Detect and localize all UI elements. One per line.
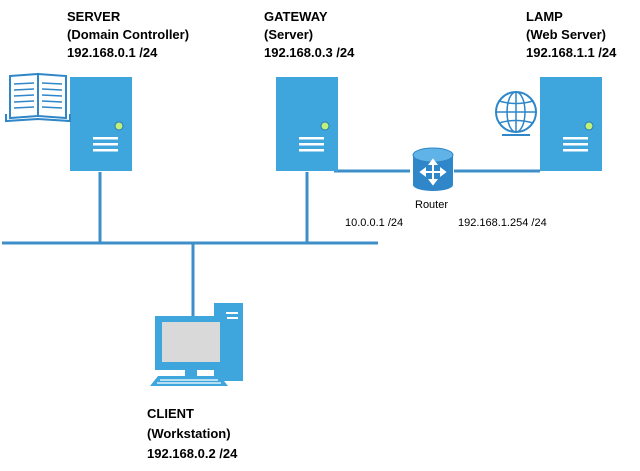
server-tower <box>70 77 132 171</box>
globe-icon <box>495 91 537 136</box>
server-ip: 192.168.0.1 /24 <box>67 45 158 60</box>
client-name: CLIENT <box>147 406 194 421</box>
gateway-ip: 192.168.0.3 /24 <box>264 45 355 60</box>
lamp-label: LAMP (Web Server) 192.168.1.1 /24 <box>526 9 617 60</box>
lamp-tower <box>540 77 602 171</box>
lamp-ip: 192.168.1.1 /24 <box>526 45 617 60</box>
router-left-ip: 10.0.0.1 /24 <box>345 217 403 229</box>
gateway-name: GATEWAY <box>264 9 328 24</box>
client-keyboard <box>150 376 228 386</box>
lamp-role: (Web Server) <box>526 27 606 42</box>
server-role: (Domain Controller) <box>67 27 189 42</box>
network-links <box>2 169 540 318</box>
client-role: (Workstation) <box>147 426 231 441</box>
router-label: Router <box>415 199 448 211</box>
gateway-tower <box>276 77 338 171</box>
router-right-ip: 192.168.1.254 /24 <box>458 217 547 229</box>
router-icon <box>412 147 454 191</box>
server-name: SERVER <box>67 9 121 24</box>
gateway-role: (Server) <box>264 27 313 42</box>
client-workstation <box>150 303 243 386</box>
book-icon <box>5 72 71 123</box>
gateway-label: GATEWAY (Server) 192.168.0.3 /24 <box>264 9 355 60</box>
server-label: SERVER (Domain Controller) 192.168.0.1 /… <box>67 9 189 60</box>
client-label: CLIENT (Workstation) 192.168.0.2 /24 <box>147 406 238 461</box>
lamp-name: LAMP <box>526 9 563 24</box>
client-ip: 192.168.0.2 /24 <box>147 446 238 461</box>
